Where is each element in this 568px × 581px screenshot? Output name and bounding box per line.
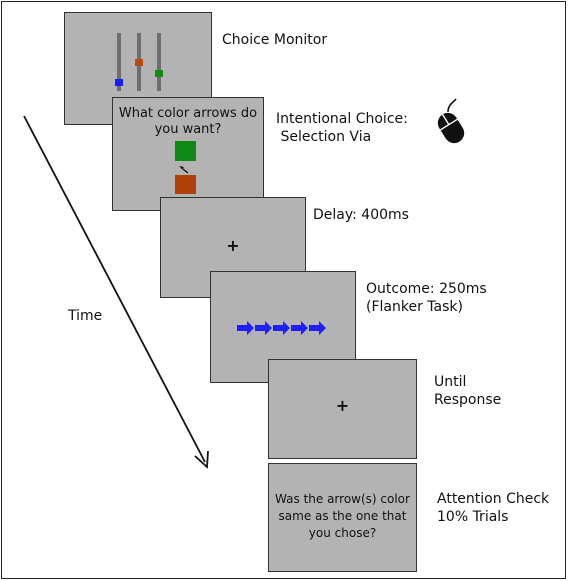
choice-option-orange <box>175 175 196 194</box>
flanker-arrow-icon <box>291 321 308 335</box>
attention-question-text: Was the arrow(s) color same as the one t… <box>275 492 410 540</box>
attention-check-label: Attention Check 10% Trials <box>437 491 550 525</box>
until-response-label: Until Response <box>434 374 502 408</box>
choice-monitor-bars <box>65 13 211 124</box>
monitor-bar-track <box>117 33 121 91</box>
fixation-cross: + <box>226 236 240 255</box>
monitor-bar-marker <box>155 69 163 77</box>
time-label: Time <box>68 308 103 324</box>
flanker-arrow-icon <box>237 321 254 335</box>
delay-label: Delay: 400ms <box>313 207 409 223</box>
flanker-arrow-icon <box>309 321 326 335</box>
cursor-icon <box>179 166 189 174</box>
attention-check-screen: Was the arrow(s) color same as the one t… <box>268 463 417 572</box>
fixation-cross-2: + <box>335 396 350 415</box>
mouse-icon <box>437 98 465 144</box>
outcome-label: Outcome: 250ms (Flanker Task) <box>366 281 487 315</box>
choice-monitor-label: Choice Monitor <box>222 32 328 48</box>
flanker-arrow-icon <box>255 321 272 335</box>
monitor-bar-marker <box>135 59 143 67</box>
monitor-bar-track <box>157 33 161 91</box>
choice-option-green <box>175 141 196 161</box>
response-screen: + <box>268 359 417 459</box>
flanker-arrow-icon <box>273 321 290 335</box>
flanker-arrows <box>237 321 326 335</box>
choice-question-text: What color arrows do you want? <box>118 106 258 137</box>
monitor-bar-marker <box>115 78 123 86</box>
intentional-choice-label: Intentional Choice: Selection Via <box>276 111 408 145</box>
choice-question-screen: What color arrows do you want? <box>112 97 264 211</box>
